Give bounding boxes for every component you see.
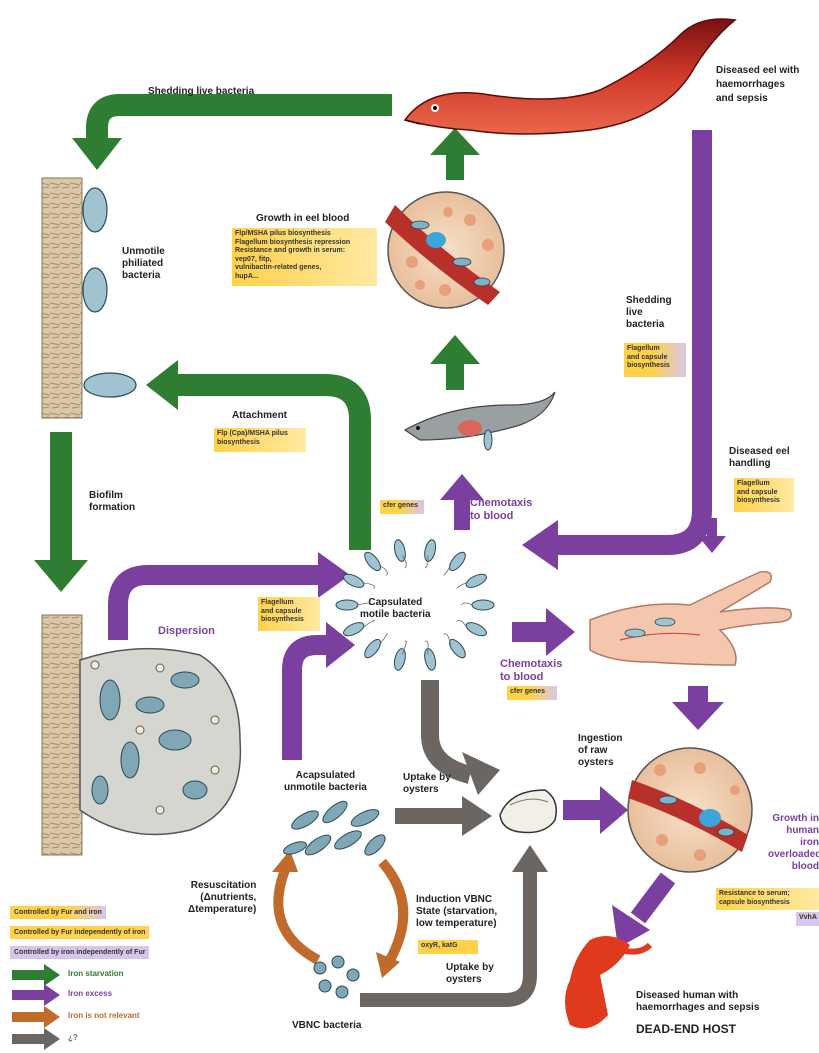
arrow-biofilm-head [34, 560, 88, 592]
arrow-capsulated-oyster [430, 680, 470, 775]
eel-blood-circle [385, 192, 504, 308]
arrow-shedding-right-head [522, 520, 558, 570]
capsulated-bacterium [447, 550, 469, 573]
arrow-oyster-blood-head [600, 786, 628, 834]
arrow-up-to-blood-head [430, 335, 480, 364]
capsulated-bacterium [423, 539, 438, 563]
label-chemotaxis-lower: Chemotaxis to blood [500, 658, 562, 684]
arrow-attachment-head [146, 360, 178, 410]
legend-arrow-label: Iron starvation [68, 969, 124, 978]
bacterium-flagellum [364, 620, 375, 627]
capsulated-bacterium [393, 539, 408, 563]
arrow-hand-to-blood-head [672, 702, 724, 730]
label-biofilm-formation: Biofilm formation [89, 490, 135, 514]
capsulated-bacterium [342, 572, 366, 591]
legend-arrows [12, 964, 60, 1050]
label-capsulated-motile: Capsulated motile bacteria [360, 597, 431, 621]
legend-item-fur_indep: Controlled by Fur independently of iron [10, 926, 149, 939]
arrow-blood-to-human [638, 878, 668, 918]
box-flp-msha: Flp (Cpa)/MSHA pilus biosynthesis [214, 428, 306, 452]
capsulated-bacterium [464, 572, 488, 591]
bacterium-flagellum [456, 620, 466, 627]
arrow-oyster-blood-shaft [563, 800, 603, 820]
box-handling-flagellum: Flagellum and capsule biosynthesis [734, 478, 794, 512]
label-attachment: Attachment [232, 410, 287, 422]
label-shedding-live-right: Shedding live bacteria [626, 295, 672, 331]
arrow-handling-head [698, 536, 726, 553]
label-growth-human-blood: Growth in human iron overloaded blood [768, 813, 819, 873]
box-dispersion-flagellum: Flagellum and capsule biosynthesis [258, 597, 320, 631]
bacterium-flagellum [364, 583, 375, 589]
label-dispersion: Dispersion [158, 625, 215, 638]
arrow-up-to-blood-shaft [446, 360, 464, 390]
box-cfer-lower: cfer genes [507, 686, 557, 700]
label-uptake-oysters-2: Uptake by oysters [446, 962, 494, 986]
arrow-chemotaxis-lower-head [546, 608, 575, 656]
capsulated-bacterium [472, 600, 494, 610]
label-acapsulated-unmotile: Acapsulated unmotile bacteria [284, 770, 367, 794]
label-uptake-oysters-1: Uptake by oysters [403, 772, 451, 796]
hand [590, 572, 791, 665]
arrow-acapsulated-oyster-shaft [395, 808, 465, 824]
arrow-resuscitation [278, 870, 318, 960]
bacterium-flagellum [444, 565, 451, 575]
arrow-vbnc-oyster [360, 870, 530, 1000]
label-vbnc-bacteria: VBNC bacteria [292, 1020, 361, 1032]
diseased-human [565, 936, 650, 1028]
label-dead-end-host: DEAD-END HOST [636, 1022, 736, 1036]
bark-surface-top [42, 178, 136, 418]
capsulated-bacterium [362, 550, 384, 573]
capsulated-bacterium [362, 637, 384, 660]
legend-arrow-label: ¿? [68, 1033, 78, 1042]
arrow-induction [382, 862, 403, 960]
box-vvha-partial: VvhA [796, 912, 819, 926]
box-oxyr-katg: oxyR, katG [418, 940, 478, 954]
capsulated-bacterium [342, 620, 366, 639]
acapsulated-bacteria-cluster [282, 798, 388, 859]
box-flagellum-capsule-right: Flagellum and capsule biosynthesis [624, 343, 686, 377]
vbnc-bacteria-cluster [314, 956, 359, 998]
capsulated-bacterium [336, 600, 358, 610]
label-resuscitation: Resuscitation (Δnutrients, Δtemperature) [188, 880, 256, 916]
label-unmotile-piliated: Unmotile philiated bacteria [122, 246, 165, 282]
capsulated-bacterium [464, 620, 488, 639]
label-induction-vbnc: Induction VBNC State (starvation, low te… [416, 894, 497, 930]
label-ingestion-raw-oysters: Ingestion of raw oysters [578, 733, 622, 769]
biofilm [42, 615, 240, 855]
oyster [500, 790, 556, 833]
arrow-biofilm-shaft [50, 432, 72, 562]
capsulated-bacterium [393, 648, 408, 672]
label-diseased-human: Diseased human with haemorrhages and sep… [636, 990, 759, 1014]
box-eel-blood-genes: Flp/MSHA pilus biosynthesis Flagellum bi… [232, 228, 377, 286]
box-cfer-upper: cfer genes [380, 500, 424, 514]
label-growth-eel-blood: Growth in eel blood [256, 213, 349, 225]
legend-item-iron_indep: Controlled by iron independently of Fur [10, 946, 149, 959]
label-diseased-eel-handling: Diseased eel handling [729, 446, 790, 470]
bacterium-flagellum [380, 634, 388, 645]
arrow-acapsulated-up [292, 645, 330, 760]
arrow-shedding-top [97, 105, 392, 140]
legend-arrow-label: Iron excess [68, 989, 112, 998]
box-resistance-serum: Resistance to serum; capsule biosynthesi… [716, 888, 819, 910]
label-chemotaxis-upper: Chemotaxis to blood [470, 497, 532, 523]
bacterium-flagellum [461, 603, 472, 605]
arrow-acapsulated-oyster-head [462, 796, 492, 836]
arrow-vbnc-oyster-head [512, 845, 548, 872]
arrow-chemotaxis-upper-shaft [454, 498, 470, 530]
human-blood-circle [628, 748, 752, 872]
arrow-shedding-top-head [72, 138, 122, 170]
label-diseased-eel: Diseased eel with haemorrhages and sepsi… [716, 64, 799, 106]
diseased-eel [405, 19, 735, 134]
legend-item-fur_iron: Controlled by Fur and iron [10, 906, 106, 919]
bacterium-flagellum [456, 583, 466, 589]
arrow-up-to-eel-head [430, 128, 480, 155]
legend-arrow-label: Iron is not relevant [68, 1011, 140, 1020]
eel-with-wound [405, 392, 555, 450]
label-shedding-live-top: Shedding live bacteria [148, 86, 254, 98]
arrow-chemotaxis-lower-shaft [512, 622, 548, 642]
arrow-shedding-right [555, 130, 702, 545]
capsulated-bacterium [423, 648, 438, 672]
